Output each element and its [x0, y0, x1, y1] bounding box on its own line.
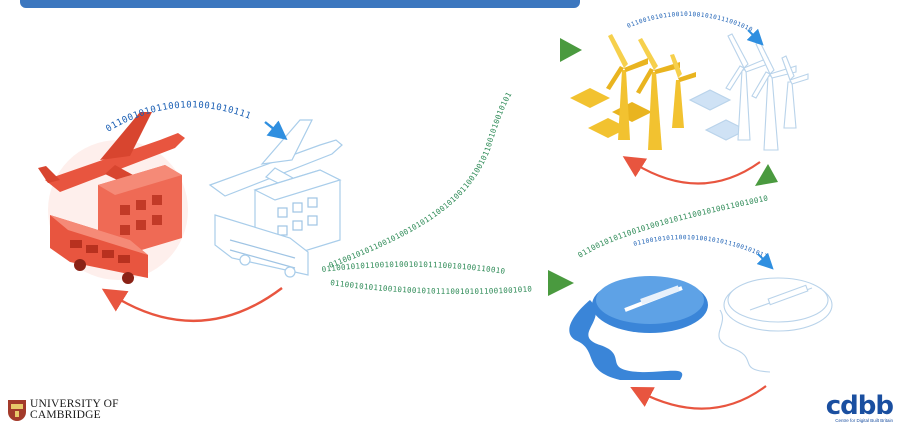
cambridge-crest-icon — [8, 399, 26, 421]
cdbb-logo: cdbb Centre for Digital Built Britain — [825, 391, 894, 423]
binary-stream-to-water-lower: 0110010101100101001010111001010110010010… — [330, 278, 533, 296]
water-sync-arrowhead — [756, 252, 774, 270]
wind-feedback-arrow — [622, 156, 761, 185]
water-feedback-arrow — [630, 385, 767, 410]
binary-stream-to-wind: 0110010101100101001010111001010011001001… — [328, 90, 514, 270]
cdbb-wordmark: cdbb — [825, 391, 894, 421]
wind-physical-asset — [570, 34, 696, 150]
wind-digital-twin — [688, 33, 809, 151]
cambridge-line-1: UNIVERSITY OF — [30, 398, 119, 410]
green-arrow-to-wind — [560, 38, 582, 62]
slide-title-bar — [20, 0, 580, 8]
cambridge-line-2: CAMBRIDGE — [30, 409, 101, 421]
wind-sync-arrowhead — [746, 28, 764, 46]
green-arrow-to-water — [548, 270, 574, 296]
water-digital-twin — [718, 277, 833, 373]
wind-sync-binary: 01100101011001010010101110010100110010 — [0, 0, 754, 34]
cambridge-wordmark: UNIVERSITY OF CAMBRIDGE — [30, 398, 119, 421]
cdbb-subtext: Centre for Digital Built Britain — [835, 418, 893, 423]
transport-sync-arrowhead — [264, 120, 288, 140]
university-of-cambridge-logo: UNIVERSITY OF CAMBRIDGE — [8, 398, 119, 421]
green-arrow-water-to-wind — [755, 164, 778, 186]
transport-digital-twin — [208, 119, 343, 278]
transport-feedback-arrow — [101, 287, 283, 322]
transport-physical-asset — [38, 112, 188, 284]
water-physical-asset — [569, 276, 708, 380]
